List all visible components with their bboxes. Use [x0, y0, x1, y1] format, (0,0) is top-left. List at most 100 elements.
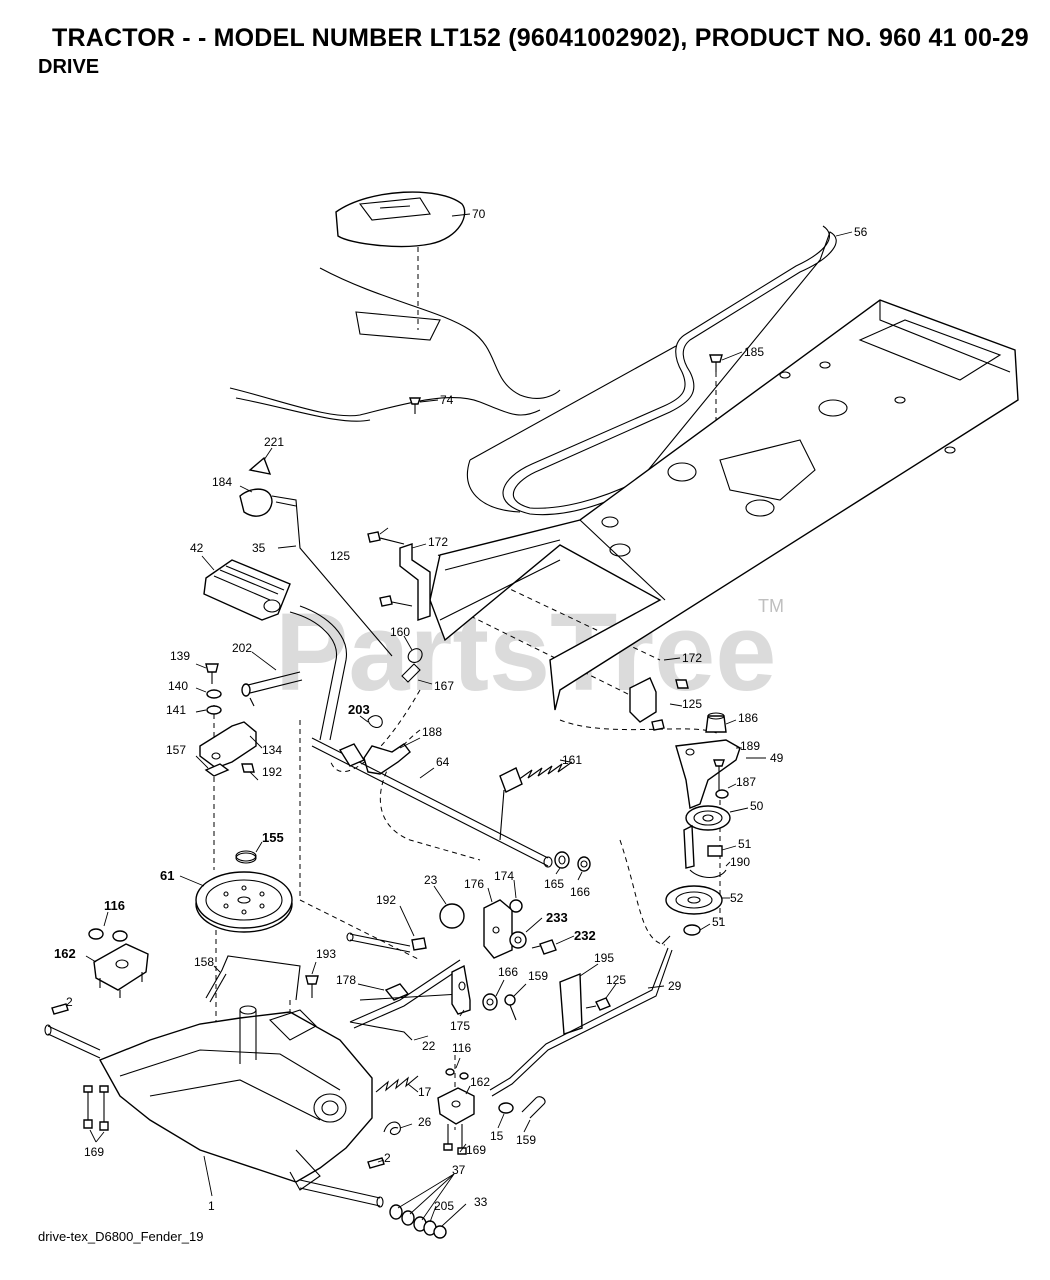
lever-203[interactable]	[367, 715, 383, 729]
shift-lever-22[interactable]	[349, 959, 465, 1041]
bracket-134[interactable]	[199, 721, 257, 769]
bracket-195[interactable]	[559, 972, 583, 1035]
callout-56[interactable]: 56	[854, 225, 868, 239]
bolt-139[interactable]	[205, 663, 219, 684]
brake-pedal-42[interactable]	[203, 559, 291, 621]
callout-165[interactable]: 165	[544, 877, 564, 891]
idler-arm-49[interactable]	[675, 739, 741, 809]
fender-cover-70[interactable]	[335, 191, 466, 248]
callout-176[interactable]: 176	[464, 877, 484, 891]
idler-pulley-52[interactable]	[665, 885, 723, 915]
callout-175[interactable]: 175	[450, 1019, 470, 1033]
bracket-175[interactable]	[451, 964, 471, 1015]
callout-52[interactable]: 52	[730, 891, 744, 905]
callout-192-left[interactable]: 192	[262, 765, 282, 779]
speed-control-knob[interactable]	[239, 456, 393, 657]
bracket-162-left[interactable]	[93, 943, 149, 998]
hairpin-159-upper[interactable]	[504, 994, 517, 1021]
callout-141[interactable]: 141	[166, 703, 186, 717]
callout-42[interactable]: 42	[190, 541, 204, 555]
bolts-125-upper[interactable]	[367, 531, 413, 607]
callout-169-left[interactable]: 169	[84, 1145, 104, 1159]
callout-166-upper[interactable]: 166	[570, 885, 590, 899]
nuts-116-upper[interactable]	[88, 928, 128, 942]
lever-178[interactable]	[384, 983, 410, 1001]
nut-186[interactable]	[705, 712, 727, 733]
nut-51-lower[interactable]	[683, 924, 701, 936]
callout-51-lower[interactable]: 51	[712, 915, 726, 929]
callout-190[interactable]: 190	[730, 855, 750, 869]
callout-159-upper[interactable]: 159	[528, 969, 548, 983]
callout-169-right[interactable]: 169	[466, 1143, 486, 1157]
spring-26[interactable]	[383, 1121, 401, 1136]
callout-140[interactable]: 140	[168, 679, 188, 693]
callout-1[interactable]: 1	[208, 1199, 215, 1213]
callout-202[interactable]: 202	[232, 641, 252, 655]
control-rod-29[interactable]	[489, 935, 673, 1097]
washer-157[interactable]	[204, 763, 230, 777]
bolt-125-lower[interactable]	[585, 997, 611, 1011]
bolts-125-lower[interactable]	[651, 679, 689, 731]
callout-64[interactable]: 64	[436, 755, 450, 769]
callout-159-lower[interactable]: 159	[516, 1133, 536, 1147]
callout-192-lower[interactable]: 192	[376, 893, 396, 907]
callout-17[interactable]: 17	[418, 1085, 432, 1099]
callout-74[interactable]: 74	[440, 393, 454, 407]
washers-37[interactable]	[389, 1204, 427, 1232]
o-ring-23[interactable]	[439, 903, 465, 929]
transaxle-1[interactable]	[44, 1005, 384, 1208]
callout-35[interactable]: 35	[252, 541, 266, 555]
wire-rod-158[interactable]	[205, 955, 301, 1003]
retaining-ring-155[interactable]	[235, 850, 257, 864]
hairpin-159-lower[interactable]	[521, 1096, 546, 1119]
screw-74[interactable]	[409, 397, 421, 414]
callout-23[interactable]: 23	[424, 873, 438, 887]
callout-26[interactable]: 26	[418, 1115, 432, 1129]
spring-161[interactable]	[517, 761, 573, 781]
clevis-pin-160[interactable]	[407, 648, 423, 663]
callout-221[interactable]: 221	[264, 435, 284, 449]
callout-158[interactable]: 158	[194, 955, 214, 969]
callout-162-lower[interactable]: 162	[470, 1075, 490, 1089]
bolt-193[interactable]	[305, 975, 319, 998]
callout-61[interactable]: 61	[160, 868, 174, 883]
nut-192-left[interactable]	[241, 763, 255, 773]
callout-174[interactable]: 174	[494, 869, 514, 883]
washer-166-lower[interactable]	[482, 993, 498, 1011]
idler-pulley-50[interactable]	[685, 805, 731, 831]
callout-167[interactable]: 167	[434, 679, 454, 693]
washer-187[interactable]	[715, 789, 729, 799]
callout-134[interactable]: 134	[262, 743, 282, 757]
bolt-185[interactable]	[709, 354, 723, 372]
callout-172-upper[interactable]: 172	[428, 535, 448, 549]
cross-shaft-64[interactable]	[311, 737, 553, 868]
lever-188[interactable]	[363, 743, 411, 775]
callout-189[interactable]: 189	[740, 739, 760, 753]
bracket-162-lower[interactable]	[437, 1087, 475, 1125]
callout-166-lower[interactable]: 166	[498, 965, 518, 979]
callout-205[interactable]: 205	[434, 1199, 454, 1213]
callout-2-lower[interactable]: 2	[384, 1151, 391, 1165]
callout-160[interactable]: 160	[390, 625, 410, 639]
bracket-176[interactable]	[483, 899, 513, 959]
callout-186[interactable]: 186	[738, 711, 758, 725]
callout-125-middle[interactable]: 125	[682, 697, 702, 711]
transmission-pulley-61[interactable]	[195, 871, 293, 933]
callout-70[interactable]: 70	[472, 207, 486, 221]
callout-172-lower[interactable]: 172	[682, 651, 702, 665]
callout-185[interactable]: 185	[744, 345, 764, 359]
callout-50[interactable]: 50	[750, 799, 764, 813]
callout-155[interactable]: 155	[262, 830, 284, 845]
rod-202[interactable]	[241, 671, 303, 707]
callout-188[interactable]: 188	[422, 725, 442, 739]
callout-51-upper[interactable]: 51	[738, 837, 752, 851]
callout-125-lower[interactable]: 125	[606, 973, 626, 987]
callout-203[interactable]: 203	[348, 702, 370, 717]
callout-178[interactable]: 178	[336, 973, 356, 987]
callout-22[interactable]: 22	[422, 1039, 436, 1053]
callout-116-upper[interactable]: 116	[104, 898, 125, 913]
bolts-169-left[interactable]	[83, 1085, 109, 1131]
bushing-165[interactable]	[554, 851, 570, 869]
washer-15[interactable]	[498, 1102, 514, 1114]
callout-161[interactable]: 161	[562, 753, 582, 767]
